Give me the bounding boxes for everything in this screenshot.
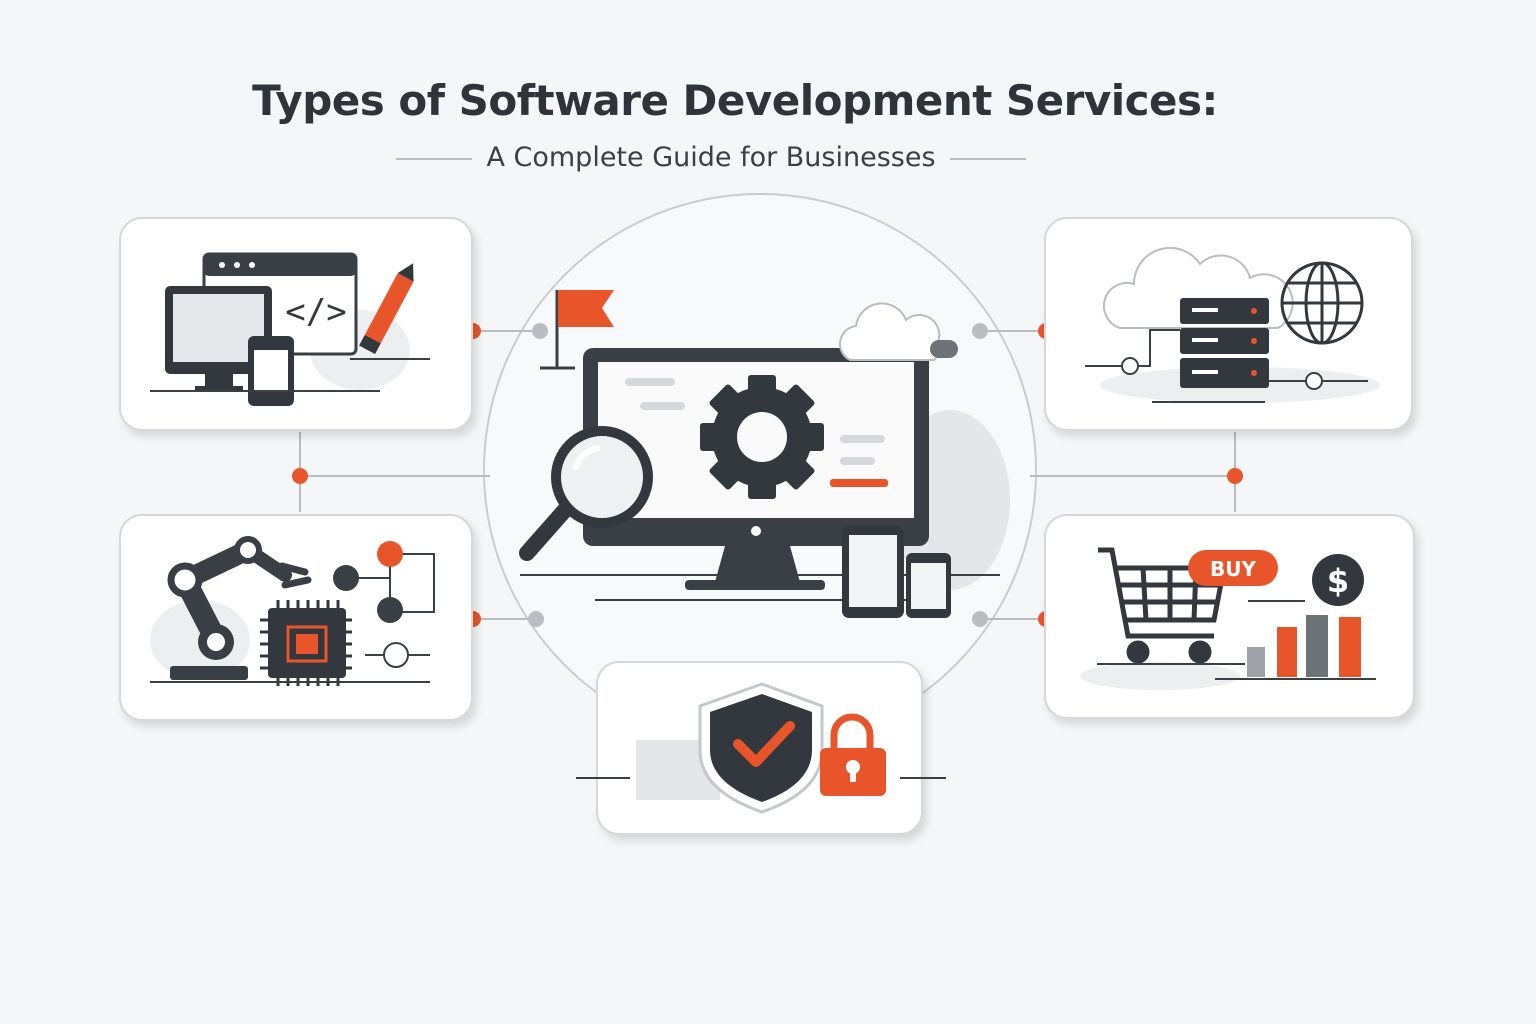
robot-arm-icon [167, 536, 312, 680]
divider [949, 157, 1026, 160]
page-subtitle: A Complete Guide for Businesses [0, 142, 1422, 173]
dollar-icon: $ [1312, 554, 1364, 606]
chip-icon [260, 600, 352, 686]
subtitle-text: A Complete Guide for Businesses [486, 142, 936, 173]
cloud-icon [839, 302, 958, 361]
card-security[interactable] [576, 661, 946, 835]
padlock-icon [820, 713, 886, 796]
phone-icon [248, 336, 294, 406]
divider [396, 157, 473, 160]
flag-icon [540, 290, 614, 370]
card-ai-automation[interactable] [119, 514, 473, 721]
page-title: Types of Software Development Services: [252, 76, 1218, 125]
tablet-icon [842, 526, 904, 618]
phone-icon [906, 553, 951, 618]
globe-icon [1280, 261, 1364, 345]
bar-chart-icon [1247, 615, 1361, 677]
card-web-app-development[interactable]: </> [119, 217, 473, 431]
gear-icon [700, 375, 824, 499]
code-icon: </> [285, 292, 346, 332]
svg-text:$: $ [1327, 562, 1349, 600]
network-nodes-icon [333, 541, 435, 668]
shopping-cart-icon [1098, 547, 1228, 664]
shield-check-icon [698, 682, 824, 814]
server-icon [1180, 298, 1269, 388]
buy-badge: BUY [1188, 550, 1278, 586]
center-illustration [519, 290, 1010, 618]
card-ecommerce[interactable]: BUY $ [1044, 514, 1415, 719]
svg-text:BUY: BUY [1210, 557, 1256, 581]
pencil-icon [359, 263, 414, 355]
magnifier-icon [519, 426, 653, 561]
card-cloud-development[interactable] [1044, 217, 1413, 431]
